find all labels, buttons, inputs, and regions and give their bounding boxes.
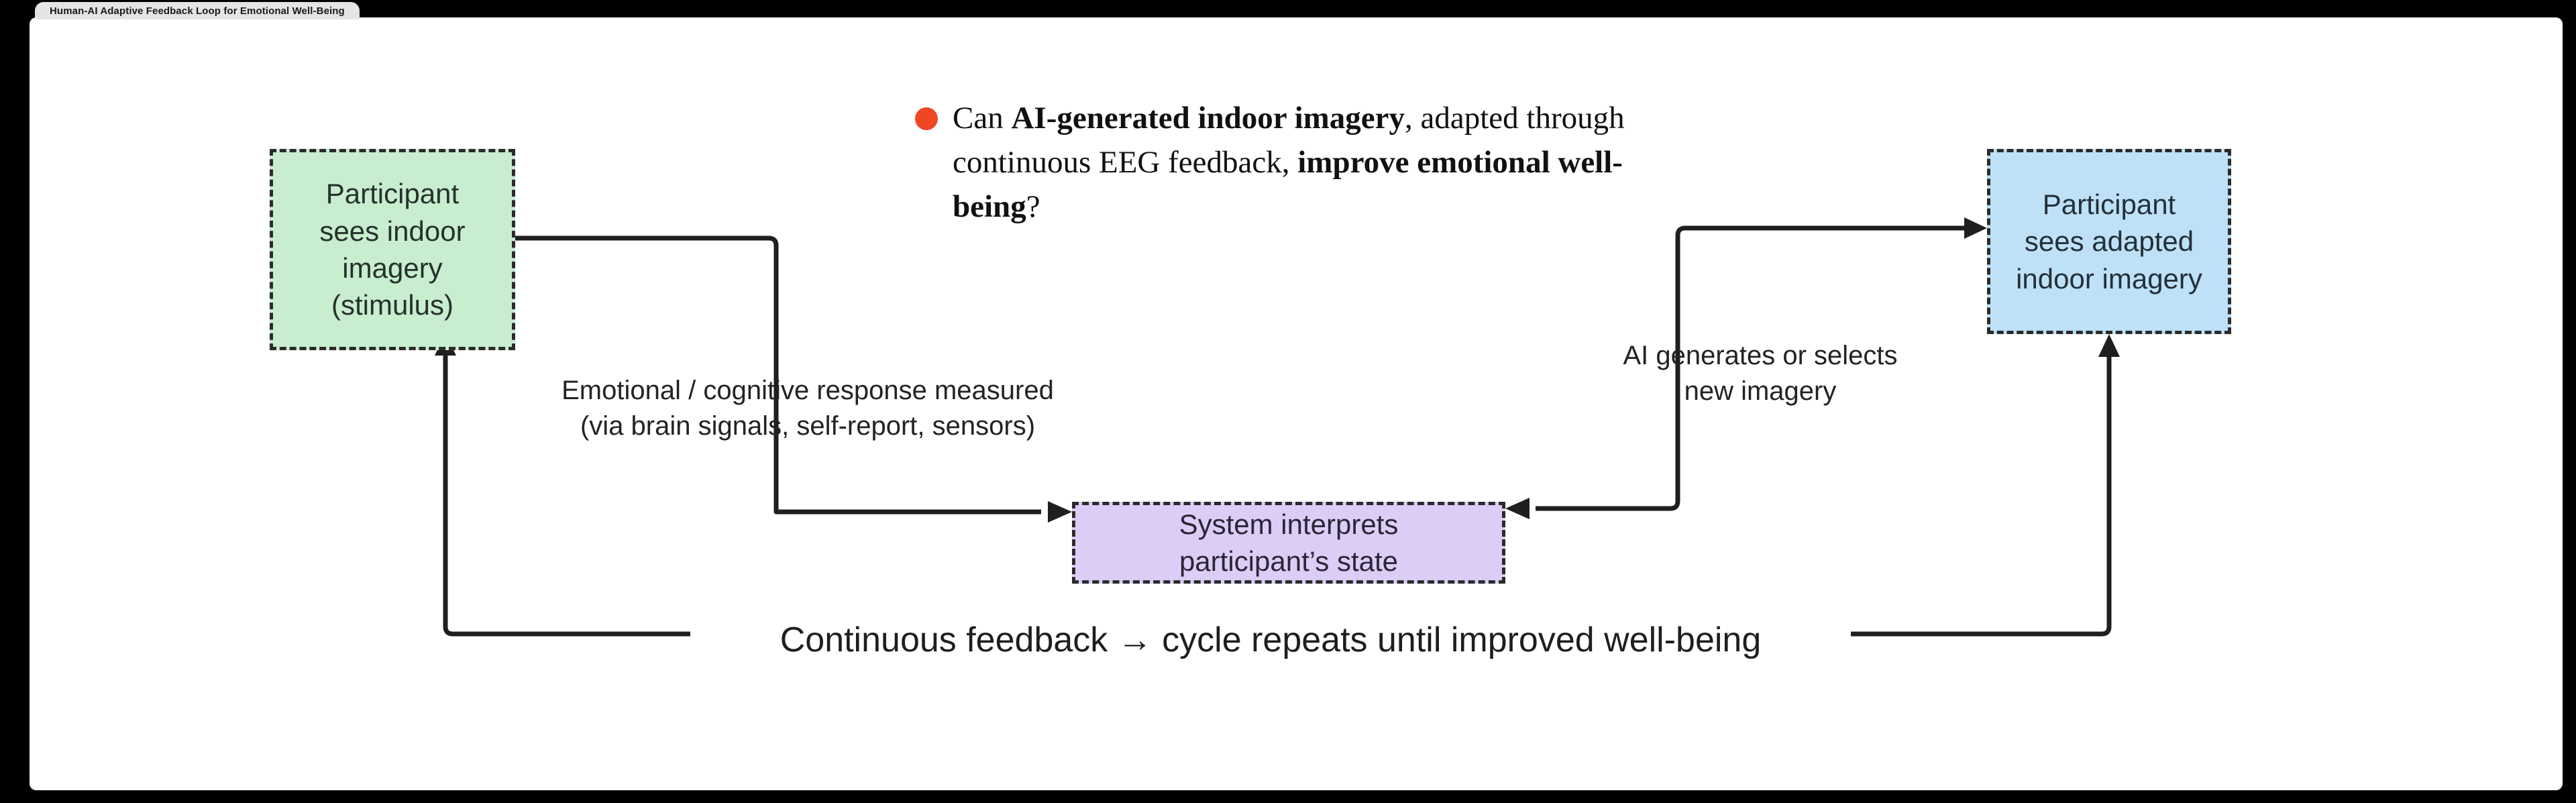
- question-segment-0: Can: [953, 101, 1012, 136]
- node-participant-sees-indoor-imagery[interactable]: Participant sees indoor imagery (stimulu…: [270, 149, 515, 350]
- diagram-canvas: Participant sees indoor imagery (stimulu…: [30, 17, 2563, 790]
- edge-path-response-upper: [506, 235, 779, 252]
- question-segment-2: , adapted through continuous EEG feedbac…: [953, 101, 1625, 180]
- bullet-dot-icon: [915, 107, 938, 130]
- node-adapted-label: Participant sees adapted indoor imagery: [2016, 188, 2202, 295]
- edge-label-ai-generates: AI generates or selects new imagery: [1623, 341, 1898, 407]
- research-question-callout: Can AI-generated indoor imagery, adapted…: [915, 97, 1640, 229]
- question-segment-4: ?: [1026, 189, 1040, 224]
- node-system-interprets-state[interactable]: System interprets participant’s state: [1072, 502, 1505, 584]
- node-stimulus-label: Participant sees indoor imagery (stimulu…: [319, 178, 466, 321]
- question-segment-1: AI-generated indoor imagery: [1011, 101, 1405, 136]
- node-interpret-label: System interprets participant’s state: [1179, 508, 1399, 577]
- arrowhead-into-adapted-left: [1964, 217, 1987, 239]
- window-tab-title[interactable]: Human-AI Adaptive Feedback Loop for Emot…: [35, 2, 360, 19]
- question-segment-3: improve emotional well-being: [953, 144, 1623, 224]
- node-participant-sees-adapted-imagery[interactable]: Participant sees adapted indoor imagery: [1987, 149, 2231, 334]
- arrowhead-into-interpret-right: [1505, 498, 1529, 519]
- arrowhead-into-interpret-left: [1048, 501, 1072, 523]
- edge-label-continuous-feedback: Continuous feedback → cycle repeats unti…: [690, 614, 1851, 667]
- research-question-text: Can AI-generated indoor imagery, adapted…: [953, 97, 1640, 229]
- arrowhead-into-adapted-bottom: [2098, 334, 2120, 357]
- edge-label-response-measured: Emotional / cognitive response measured …: [561, 376, 1054, 441]
